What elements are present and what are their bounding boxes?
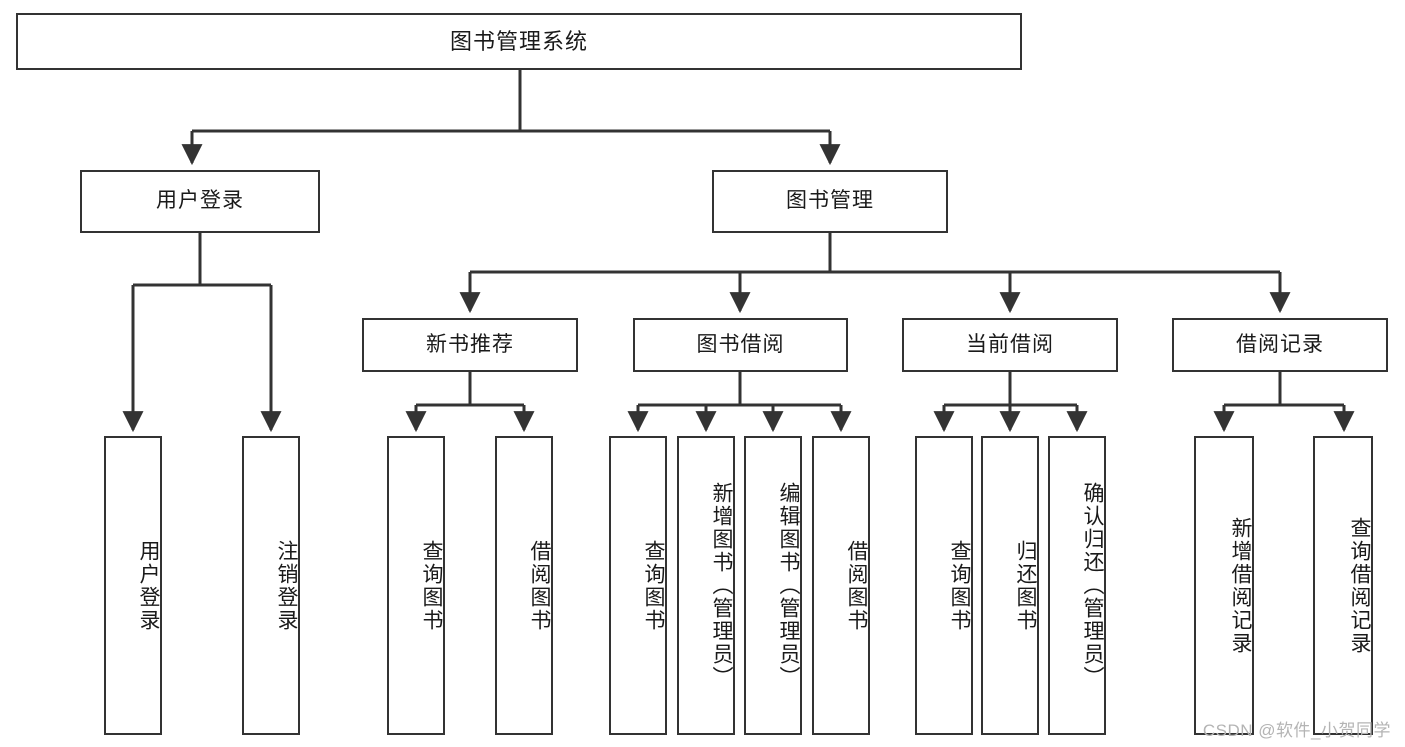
node-label: 新书推荐 <box>426 332 514 356</box>
leaf-current-borrow-query-book[interactable]: 查询图书 <box>915 436 973 735</box>
node-label: 查询图书 <box>420 539 443 632</box>
leaf-book-borrow-query-book[interactable]: 查询图书 <box>609 436 667 735</box>
node-label: 图书管理 <box>786 189 874 213</box>
node-label: 用户登录 <box>137 539 160 632</box>
node-label: 注销登录 <box>275 539 298 632</box>
node-label: 新增图书（管理员） <box>710 482 733 689</box>
leaf-new-book-borrow-book[interactable]: 借阅图书 <box>495 436 553 735</box>
node-book-borrow[interactable]: 图书借阅 <box>633 318 848 372</box>
node-label: 图书管理系统 <box>449 28 588 54</box>
csdn-watermark: CSDN @软件_小贺同学 <box>1202 721 1391 740</box>
leaf-book-borrow-borrow-book[interactable]: 借阅图书 <box>812 436 870 735</box>
leaf-user-login-login[interactable]: 用户登录 <box>104 436 162 735</box>
node-label: 查询图书 <box>948 539 971 632</box>
leaf-book-borrow-edit-book-admin[interactable]: 编辑图书（管理员） <box>744 436 802 735</box>
node-label: 借阅图书 <box>528 539 551 632</box>
node-label: 确认归还（管理员） <box>1081 482 1104 689</box>
leaf-new-book-query-book[interactable]: 查询图书 <box>387 436 445 735</box>
node-label: 借阅记录 <box>1236 332 1324 356</box>
node-new-book-recommend[interactable]: 新书推荐 <box>362 318 578 372</box>
leaf-book-borrow-add-book-admin[interactable]: 新增图书（管理员） <box>677 436 735 735</box>
node-label: 图书借阅 <box>696 332 785 356</box>
node-label: 编辑图书（管理员） <box>777 482 800 689</box>
leaf-borrow-record-add-record[interactable]: 新增借阅记录 <box>1194 436 1254 735</box>
node-current-borrow[interactable]: 当前借阅 <box>902 318 1118 372</box>
node-label: 用户登录 <box>156 189 244 213</box>
leaf-current-borrow-confirm-return-admin[interactable]: 确认归还（管理员） <box>1048 436 1106 735</box>
leaf-user-login-logout[interactable]: 注销登录 <box>242 436 300 735</box>
node-user-login[interactable]: 用户登录 <box>80 170 320 233</box>
node-label: 新增借阅记录 <box>1229 516 1252 655</box>
node-label: 当前借阅 <box>966 332 1054 356</box>
node-label: 查询借阅记录 <box>1348 516 1371 655</box>
node-borrow-record[interactable]: 借阅记录 <box>1172 318 1388 372</box>
leaf-borrow-record-query-record[interactable]: 查询借阅记录 <box>1313 436 1373 735</box>
leaf-current-borrow-return-book[interactable]: 归还图书 <box>981 436 1039 735</box>
node-book-management[interactable]: 图书管理 <box>712 170 948 233</box>
node-root-book-management-system[interactable]: 图书管理系统 <box>16 13 1022 70</box>
node-label: 借阅图书 <box>845 539 868 632</box>
node-label: 归还图书 <box>1014 539 1037 632</box>
node-label: 查询图书 <box>642 539 665 632</box>
